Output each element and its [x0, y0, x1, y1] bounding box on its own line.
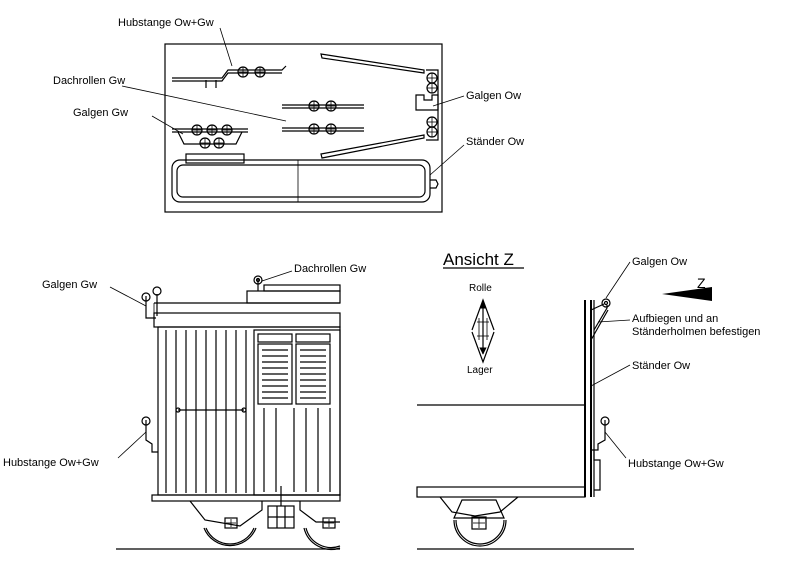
arrow-left-icon [662, 287, 712, 301]
label-staender-ow-right: Ständer Ow [632, 360, 690, 372]
label-hubstange-left: Hubstange Ow+Gw [3, 457, 99, 469]
car-side-view [109, 270, 341, 551]
louver-right [300, 349, 326, 399]
car-end-view [416, 261, 712, 550]
label-dachrollen-top: Dachrollen Gw [53, 75, 125, 87]
label-hubstange-top: Hubstange Ow+Gw [118, 17, 214, 29]
label-galgen-gw-left: Galgen Gw [42, 279, 97, 291]
parts-sheet-frame [164, 43, 443, 213]
label-galgen-ow-top: Galgen Ow [466, 90, 521, 102]
galgen-gw-part [172, 124, 248, 149]
staender-ow-part [171, 153, 439, 203]
hubstange-part [172, 65, 287, 88]
label-dachrollen-left: Dachrollen Gw [294, 263, 366, 275]
parts-sheet [121, 27, 465, 213]
label-lager: Lager [467, 365, 493, 376]
label-z-arrow: Z [697, 275, 706, 291]
ansicht-z-detail [443, 267, 524, 364]
label-rolle: Rolle [469, 283, 492, 294]
label-aufbiegen-2: Ständerholmen befestigen [632, 326, 760, 338]
louver-left [262, 349, 288, 399]
label-ansicht-z: Ansicht Z [443, 250, 514, 269]
galgen-ow-part [320, 53, 439, 159]
dachrollen-part-upper [282, 100, 364, 112]
dachrollen-part-lower [282, 123, 364, 135]
label-staender-ow-top: Ständer Ow [466, 136, 524, 148]
label-galgen-ow-right: Galgen Ow [632, 256, 687, 268]
label-hubstange-right: Hubstange Ow+Gw [628, 458, 724, 470]
label-aufbiegen-1: Aufbiegen und an [632, 313, 718, 325]
label-galgen-gw-top: Galgen Gw [73, 107, 128, 119]
